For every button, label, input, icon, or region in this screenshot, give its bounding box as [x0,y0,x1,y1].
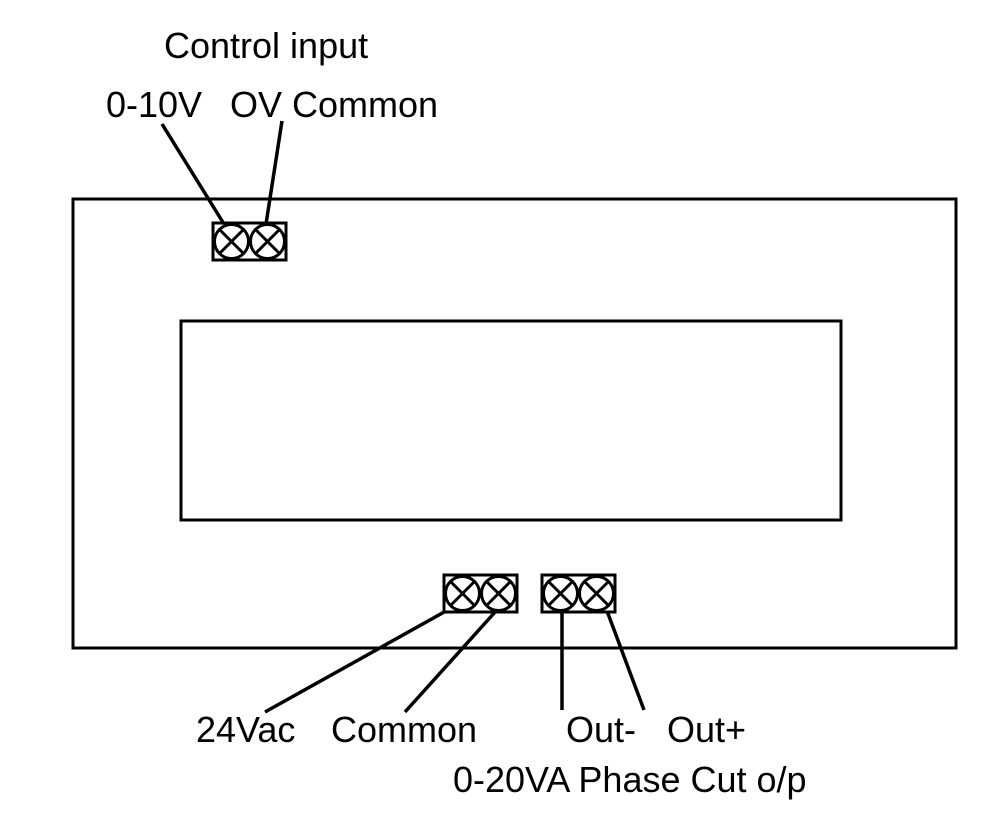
label-24vac: 24Vac [196,709,295,750]
label-ov-common: OV Common [230,84,438,125]
label-out-minus: Out- [566,709,636,750]
wire-out-plus [605,610,646,711]
label-common: Common [331,709,477,750]
screw-terminal-icon [213,223,250,260]
output-terminal-block [540,573,617,614]
device-enclosure [71,197,958,650]
output-caption: 0-20VA Phase Cut o/p [453,759,807,800]
control-input-terminal-block [211,221,288,262]
screw-terminal-icon [249,223,286,260]
screw-terminal-icon [542,575,579,612]
screw-terminal-icon [480,575,517,612]
wire-ov-common [264,120,284,225]
wire-0-10v [160,123,226,225]
wire-common [403,609,498,714]
wire-24vac [264,609,447,714]
power-terminal-block [442,573,519,614]
screw-terminal-icon [444,575,481,612]
control-input-heading: Control input [164,25,368,66]
label-out-plus: Out+ [667,709,746,750]
display-window [179,319,843,522]
label-0-10v: 0-10V [106,84,202,125]
screw-terminal-icon [578,575,615,612]
